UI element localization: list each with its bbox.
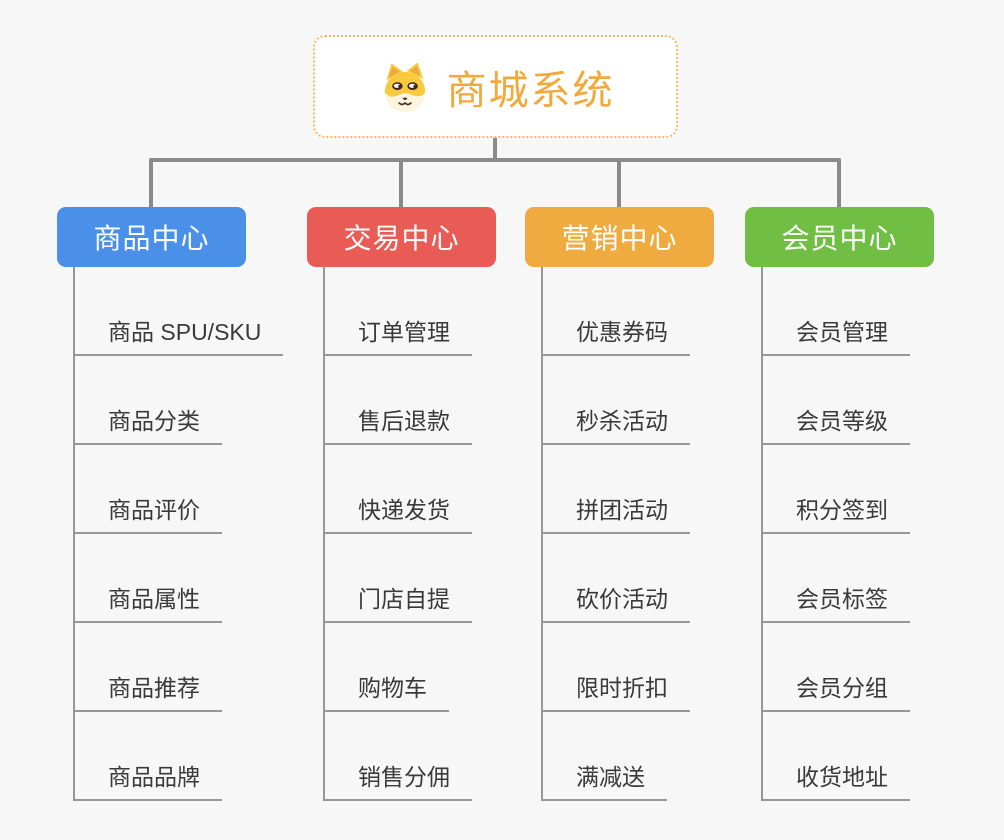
root-stem-connector — [493, 137, 497, 161]
leaf-item[interactable]: 积分签到 — [763, 445, 910, 534]
leaf-item[interactable]: 秒杀活动 — [543, 356, 690, 445]
leaf-item[interactable]: 商品品牌 — [75, 712, 222, 801]
leaf-item[interactable]: 商品 SPU/SKU — [75, 267, 284, 356]
leaf-item[interactable]: 商品属性 — [75, 534, 222, 623]
branch-member-center: 会员中心 会员管理 会员等级 积分签到 会员标签 会员分组 收货地址 — [745, 207, 934, 801]
branch-drop-connector — [837, 158, 841, 210]
shiba-dog-icon — [384, 62, 425, 112]
branch-product-center: 商品中心 商品 SPU/SKU 商品分类 商品评价 商品属性 商品推荐 商品品牌 — [57, 207, 284, 801]
branch-marketing-center: 营销中心 优惠券码 秒杀活动 拼团活动 砍价活动 限时折扣 满减送 — [525, 207, 714, 801]
leaf-item[interactable]: 订单管理 — [325, 267, 472, 356]
branch-drop-connector — [399, 158, 403, 210]
branch-leaves: 商品 SPU/SKU 商品分类 商品评价 商品属性 商品推荐 商品品牌 — [73, 267, 284, 801]
branch-leaves: 优惠券码 秒杀活动 拼团活动 砍价活动 限时折扣 满减送 — [541, 267, 714, 801]
leaf-item[interactable]: 商品评价 — [75, 445, 222, 534]
branch-node-marketing-center[interactable]: 营销中心 — [525, 207, 714, 267]
leaf-item[interactable]: 会员等级 — [763, 356, 910, 445]
leaf-item[interactable]: 会员管理 — [763, 267, 910, 356]
branch-leaves: 订单管理 售后退款 快递发货 门店自提 购物车 销售分佣 — [323, 267, 496, 801]
leaf-item[interactable]: 商品分类 — [75, 356, 222, 445]
leaf-item[interactable]: 限时折扣 — [543, 623, 690, 712]
root-node[interactable]: 商城系统 — [313, 35, 678, 138]
branch-drop-connector — [149, 158, 153, 210]
leaf-item[interactable]: 快递发货 — [325, 445, 472, 534]
leaf-item[interactable]: 收货地址 — [763, 712, 910, 801]
leaf-item[interactable]: 商品推荐 — [75, 623, 222, 712]
leaf-item[interactable]: 门店自提 — [325, 534, 472, 623]
branch-leaves: 会员管理 会员等级 积分签到 会员标签 会员分组 收货地址 — [761, 267, 934, 801]
branch-drop-connector — [617, 158, 621, 210]
leaf-item[interactable]: 售后退款 — [325, 356, 472, 445]
leaf-item[interactable]: 拼团活动 — [543, 445, 690, 534]
branch-node-member-center[interactable]: 会员中心 — [745, 207, 934, 267]
branch-trade-center: 交易中心 订单管理 售后退款 快递发货 门店自提 购物车 销售分佣 — [307, 207, 496, 801]
root-title: 商城系统 — [446, 68, 615, 113]
branch-node-product-center[interactable]: 商品中心 — [57, 207, 246, 267]
branch-horizontal-connector — [149, 158, 841, 162]
leaf-item[interactable]: 满减送 — [543, 712, 667, 801]
leaf-item[interactable]: 优惠券码 — [543, 267, 690, 356]
leaf-item[interactable]: 会员标签 — [763, 534, 910, 623]
leaf-item[interactable]: 会员分组 — [763, 623, 910, 712]
branch-node-trade-center[interactable]: 交易中心 — [307, 207, 496, 267]
leaf-item[interactable]: 购物车 — [325, 623, 449, 712]
leaf-item[interactable]: 砍价活动 — [543, 534, 690, 623]
leaf-item[interactable]: 销售分佣 — [325, 712, 472, 801]
